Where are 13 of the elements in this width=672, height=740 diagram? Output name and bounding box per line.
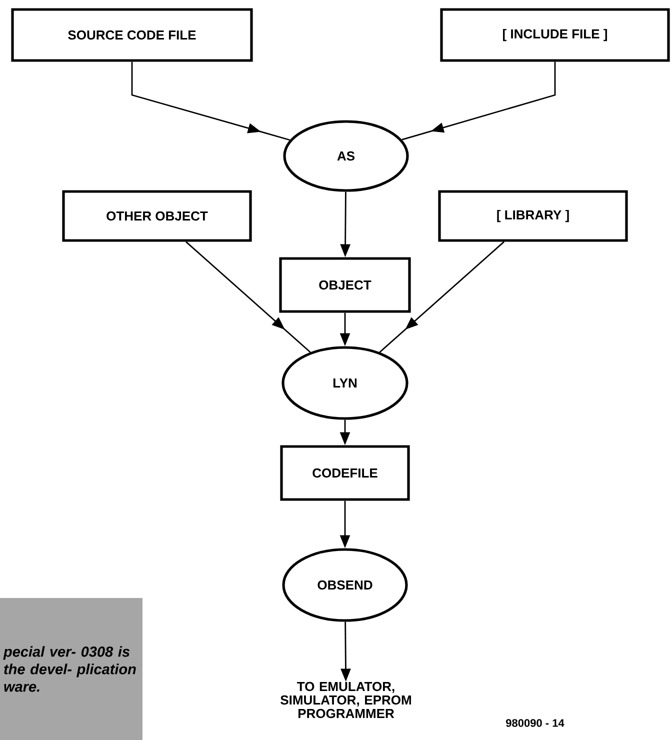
process-box: [ INCLUDE FILE ] <box>440 8 670 62</box>
arrow <box>379 241 504 353</box>
process-box: SOURCE CODE FILE <box>11 8 253 62</box>
process-box: OTHER OBJECT <box>62 190 252 242</box>
arrow <box>402 62 556 140</box>
arrow <box>186 241 311 353</box>
output-text: TO EMULATOR, SIMULATOR, EPROM PROGRAMMER <box>280 682 411 718</box>
process-box: CODEFILE <box>280 445 410 501</box>
figure-number: 980090 - 14 <box>506 719 564 727</box>
process-box: [ LIBRARY ] <box>438 190 628 242</box>
process-box: OBJECT <box>279 257 411 313</box>
arrow <box>131 62 290 141</box>
note-box: pecial ver- 0308 is the devel- plication ware. <box>0 598 142 740</box>
